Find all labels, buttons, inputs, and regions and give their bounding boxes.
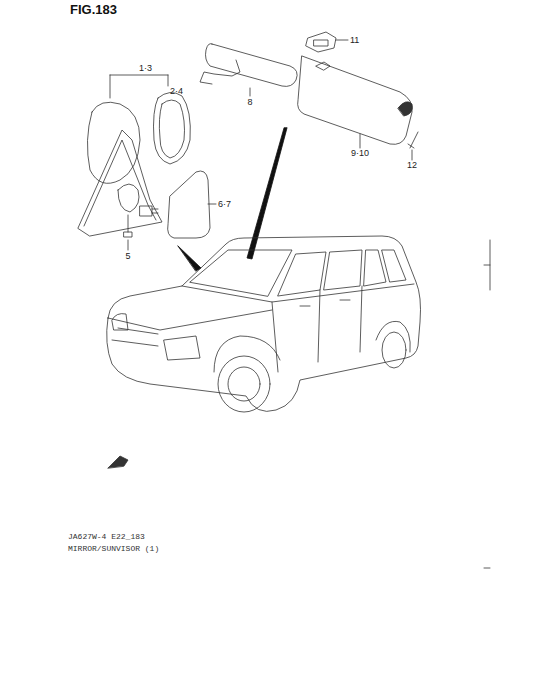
visor-holder xyxy=(306,32,336,52)
caption-text: MIRROR/SUNVISOR (1) xyxy=(68,545,159,553)
callout-number: 1·3 xyxy=(139,64,152,73)
leader-line xyxy=(360,134,361,148)
leader-line xyxy=(110,75,168,98)
mirror-base xyxy=(78,130,162,236)
mirror-stay xyxy=(200,60,240,84)
leader-line xyxy=(412,150,413,160)
visor-hinge xyxy=(398,102,412,116)
holder-slot xyxy=(314,40,328,46)
figure-title: FIG.183 xyxy=(70,3,117,16)
rearview-mirror xyxy=(206,44,298,87)
mirror-base-edge xyxy=(84,140,156,226)
callout-number: 6·7 xyxy=(218,200,231,209)
screw xyxy=(408,132,418,148)
pointer-wedge xyxy=(178,246,201,271)
mirror-glass xyxy=(154,92,191,164)
callout-number: 5 xyxy=(125,252,130,261)
callout-number: 12 xyxy=(407,161,417,170)
screw xyxy=(124,215,132,237)
sunvisor xyxy=(298,56,413,144)
leader-line xyxy=(250,88,251,96)
connector xyxy=(140,206,158,216)
garnish-cover xyxy=(168,171,210,238)
front-arrow xyxy=(108,456,128,468)
page-mark xyxy=(484,240,490,568)
callout-number: 11 xyxy=(350,36,359,45)
mirror-housing xyxy=(87,102,140,183)
callout-number: 9·10 xyxy=(351,149,369,158)
mirror-glass-inner xyxy=(159,100,184,158)
callout-number: 2·4 xyxy=(170,87,183,96)
vehicle-outline xyxy=(107,236,421,412)
leader-line xyxy=(208,204,216,205)
leader-line xyxy=(336,40,348,41)
caption-text: JA627W-4 E22_183 xyxy=(68,533,145,541)
mirror-motor xyxy=(118,184,139,212)
visor-clip xyxy=(316,62,330,70)
leader-line xyxy=(128,240,129,250)
callout-number: 8 xyxy=(247,98,252,107)
pointer-wedge xyxy=(247,128,287,259)
